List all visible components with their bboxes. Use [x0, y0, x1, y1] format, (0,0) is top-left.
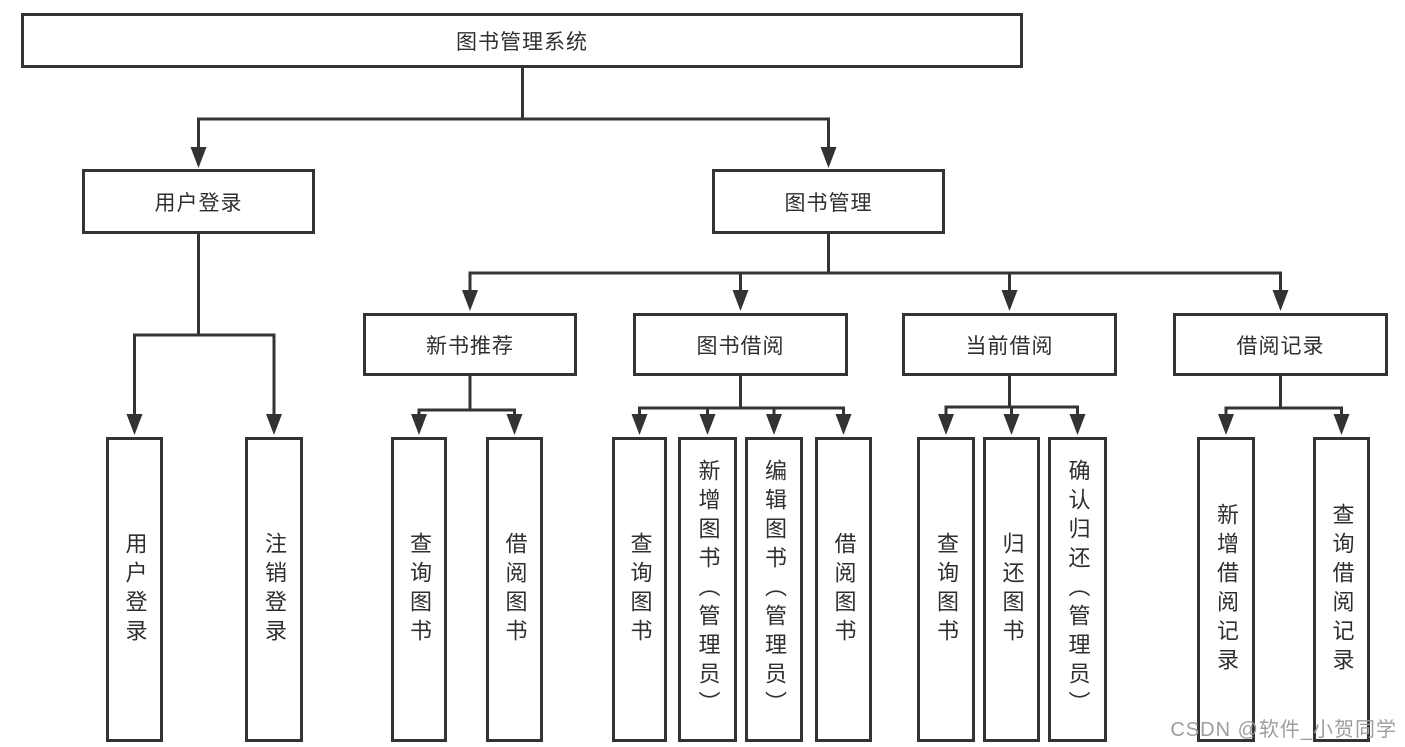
leaf-query-books-current-label: 查询图书: [934, 531, 959, 648]
leaf-logout-label: 注销登录: [262, 531, 287, 648]
leaf-borrow-books-label: 借阅图书: [831, 531, 857, 648]
leaf-borrow-books: 借阅图书: [815, 437, 872, 742]
leaf-query-books-recommend-label: 查询图书: [407, 531, 432, 648]
leaf-return-books: 归还图书: [983, 437, 1040, 742]
leaf-logout: 注销登录: [245, 437, 303, 742]
leaf-edit-books-admin: 编辑图书（管理员）: [745, 437, 803, 742]
arrowheads: [126, 147, 1350, 435]
leaf-user-login: 用户登录: [106, 437, 163, 742]
leaf-add-books-admin: 新增图书（管理员）: [678, 437, 737, 742]
leaf-edit-books-admin-label: 编辑图书（管理员）: [762, 459, 787, 720]
leaf-query-books-borrowing-label: 查询图书: [627, 531, 653, 648]
leaf-add-borrow-record-label: 新增借阅记录: [1214, 502, 1239, 677]
leaf-return-books-label: 归还图书: [999, 531, 1025, 648]
leaf-confirm-return-admin: 确认归还（管理员）: [1048, 437, 1107, 742]
node-current-borrowing: 当前借阅: [902, 313, 1117, 376]
csdn-watermark: CSDN @软件_小贺同学: [1170, 719, 1397, 741]
leaf-user-login-label: 用户登录: [122, 531, 148, 648]
node-book-management-system: 图书管理系统: [21, 13, 1023, 68]
leaf-borrow-books-recommend: 借阅图书: [486, 437, 543, 742]
leaf-add-borrow-record: 新增借阅记录: [1197, 437, 1255, 742]
leaf-add-books-admin-label: 新增图书（管理员）: [695, 459, 721, 720]
leaf-query-books-recommend: 查询图书: [391, 437, 447, 742]
node-user-login: 用户登录: [82, 169, 315, 234]
leaf-query-borrow-record: 查询借阅记录: [1313, 437, 1370, 742]
leaf-query-borrow-record-label: 查询借阅记录: [1329, 502, 1355, 677]
leaf-confirm-return-admin-label: 确认归还（管理员）: [1065, 459, 1091, 720]
leaf-query-books-borrowing: 查询图书: [612, 437, 667, 742]
leaf-query-books-current: 查询图书: [917, 437, 975, 742]
leaf-borrow-books-recommend-label: 借阅图书: [502, 531, 528, 648]
node-new-book-recommend: 新书推荐: [363, 313, 577, 376]
node-book-management: 图书管理: [712, 169, 945, 234]
node-borrowing-records: 借阅记录: [1173, 313, 1388, 376]
node-book-borrowing: 图书借阅: [633, 313, 848, 376]
